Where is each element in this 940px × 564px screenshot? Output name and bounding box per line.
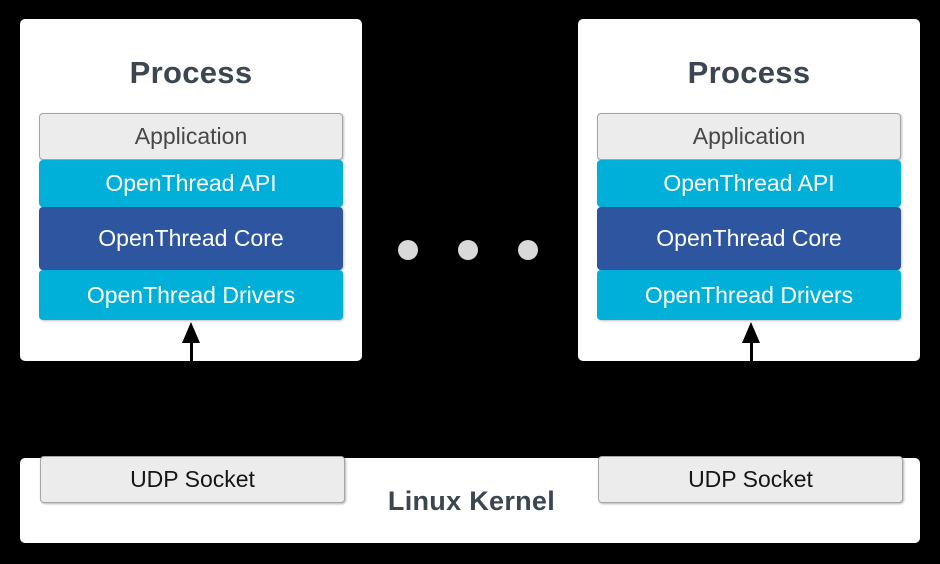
up-arrow-shaft xyxy=(190,340,193,361)
layer-openthread-api: OpenThread API xyxy=(597,160,901,207)
layer-label: OpenThread Core xyxy=(656,225,842,251)
layer-label: OpenThread Drivers xyxy=(86,281,296,308)
ellipsis-dot xyxy=(458,240,478,260)
ellipsis-dot xyxy=(518,240,538,260)
layer-openthread-api: OpenThread API xyxy=(39,160,343,207)
linux-kernel-bar: UDP Socket Linux Kernel UDP Socket xyxy=(20,456,920,543)
layer-label: OpenThread API xyxy=(105,170,277,196)
layer-label: OpenThread Drivers xyxy=(644,281,854,308)
udp-socket-label: UDP Socket xyxy=(688,466,813,492)
layer-stack: Application OpenThread API OpenThread Co… xyxy=(597,113,901,320)
layer-application: Application xyxy=(39,113,343,160)
layer-label: OpenThread API xyxy=(663,170,835,196)
udp-socket-box-right: UDP Socket xyxy=(598,456,903,503)
layer-openthread-drivers: OpenThread Drivers xyxy=(39,270,343,320)
process-panel-right: Process Application OpenThread API OpenT… xyxy=(578,19,920,361)
layer-openthread-drivers: OpenThread Drivers xyxy=(597,270,901,320)
udp-socket-label: UDP Socket xyxy=(130,466,255,492)
process-title: Process xyxy=(687,55,811,90)
process-title: Process xyxy=(129,55,253,90)
layer-openthread-core: OpenThread Core xyxy=(39,207,343,270)
layer-label: OpenThread Core xyxy=(98,225,284,251)
layer-openthread-core: OpenThread Core xyxy=(597,207,901,270)
up-arrow-icon xyxy=(742,322,760,343)
linux-kernel-label: Linux Kernel xyxy=(387,486,556,516)
udp-socket-box-left: UDP Socket xyxy=(40,456,345,503)
up-arrow-shaft xyxy=(750,340,753,361)
layer-application: Application xyxy=(597,113,901,160)
layer-label: Application xyxy=(134,123,248,149)
layer-stack: Application OpenThread API OpenThread Co… xyxy=(39,113,343,320)
layer-label: Application xyxy=(692,123,806,149)
ellipsis-dot xyxy=(398,240,418,260)
up-arrow-icon xyxy=(182,322,200,343)
process-panel-left: Process Application OpenThread API OpenT… xyxy=(20,19,362,361)
